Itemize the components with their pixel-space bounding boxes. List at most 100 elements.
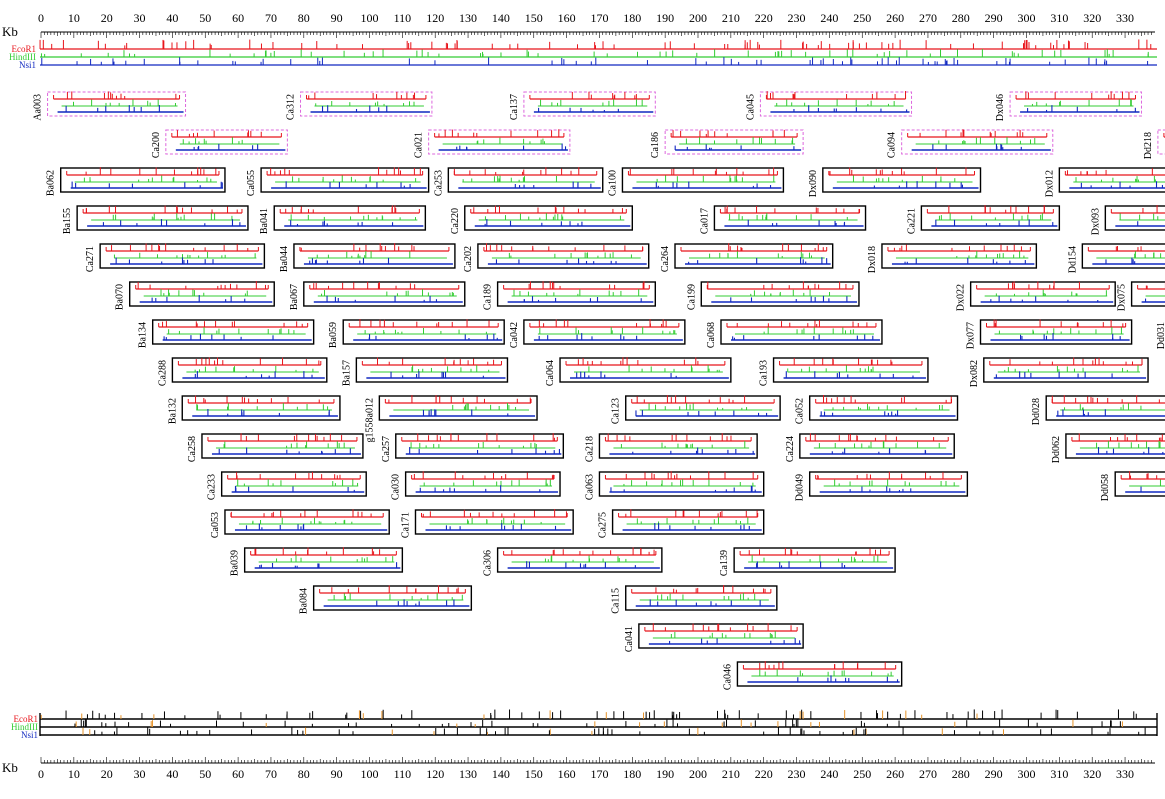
clone-dx012[interactable]: Dx012	[1044, 167, 1165, 197]
scale-tick-label: 330	[1116, 11, 1134, 25]
clone-ba134[interactable]: Ba134	[138, 319, 315, 348]
clone-label: Ca021	[414, 132, 425, 158]
dashed-clone-dd218[interactable]: Dd218	[1143, 129, 1165, 159]
dashed-clone-ca137[interactable]: Ca137	[509, 91, 656, 120]
clone-ca253[interactable]: Ca253	[433, 167, 604, 196]
clone-ca271[interactable]: Ca271	[85, 243, 266, 273]
clone-ca306[interactable]: Ca306	[483, 547, 663, 576]
clone-ca233[interactable]: Ca233	[207, 471, 367, 500]
clone-ca264[interactable]: Ca264	[660, 243, 834, 272]
clone-ca053[interactable]: Ca053	[210, 509, 390, 538]
clone-ba070[interactable]: Ba070	[115, 281, 275, 310]
clone-ca123[interactable]: Ca123	[611, 395, 781, 424]
clone-ca068[interactable]: Ca068	[706, 319, 883, 348]
clone-ba041[interactable]: Ba041	[259, 205, 427, 234]
clone-ca055[interactable]: Ca055	[246, 167, 430, 196]
clone-ca258[interactable]: Ca258	[187, 433, 364, 462]
clone-ca041[interactable]: Ca041	[624, 623, 804, 652]
clone-dd031[interactable]: Dd031	[1156, 319, 1165, 349]
clone-ca171[interactable]: Ca171	[400, 509, 574, 538]
clone-label: Dd028	[1031, 398, 1042, 425]
clone-label: Ca052	[795, 398, 806, 424]
bottom-enzyme-legend: EcoR1 HindIII Nsi1	[11, 714, 38, 740]
clone-dx022[interactable]: Dx022	[956, 281, 1116, 311]
clone-label: Dx022	[956, 284, 967, 311]
scale-tick-label: 200	[689, 767, 707, 781]
clone-ba059[interactable]: Ba059	[328, 319, 505, 348]
clone-ba155[interactable]: Ba155	[62, 205, 249, 234]
clone-ba132[interactable]: Ba132	[167, 395, 341, 424]
clone-ca139[interactable]: Ca139	[719, 547, 896, 576]
clone-ca063[interactable]: Ca063	[584, 471, 765, 500]
scale-tick-label: 280	[952, 11, 970, 25]
clone-ba084[interactable]: Ba084	[299, 585, 473, 614]
legend-ecor1-label: EcoR1	[12, 44, 37, 54]
clone-ba067[interactable]: Ba067	[289, 281, 466, 310]
clone-ca030[interactable]: Ca030	[391, 471, 561, 500]
scale-tick-label: 20	[101, 11, 113, 25]
clone-ca046[interactable]: Ca046	[722, 661, 903, 690]
clone-ba157[interactable]: Ba157	[341, 357, 509, 386]
clone-ca202[interactable]: Ca202	[463, 243, 650, 272]
clone-dd154[interactable]: Dd154	[1067, 243, 1165, 273]
dashed-clone-ca021[interactable]: Ca021	[414, 129, 571, 158]
scale-tick-label: 30	[134, 767, 146, 781]
scale-tick-label: 320	[1083, 11, 1101, 25]
clone-ca221[interactable]: Ca221	[906, 205, 1061, 234]
clone-ba039[interactable]: Ba039	[230, 547, 404, 576]
clone-dx075[interactable]: Dx075	[1117, 281, 1165, 311]
clone-ca052[interactable]: Ca052	[795, 395, 959, 424]
scale-tick-label: 310	[1050, 767, 1068, 781]
clone-ba062[interactable]: Ba062	[46, 167, 226, 196]
clone-ca193[interactable]: Ca193	[759, 357, 929, 386]
top-scale-unit-label: Kb	[2, 24, 18, 39]
clone-label: Ba062	[46, 170, 57, 196]
clone-label: Ca271	[85, 246, 96, 272]
clone-dx018[interactable]: Dx018	[867, 243, 1038, 273]
clone-dx093[interactable]: Dx093	[1090, 205, 1165, 235]
clone-ca064[interactable]: Ca064	[545, 357, 732, 386]
clone-dx082[interactable]: Dx082	[969, 357, 1149, 388]
clone-dd062[interactable]: Dd062	[1051, 433, 1165, 463]
dashed-clone-ca045[interactable]: Ca045	[745, 91, 913, 120]
dashed-clone-ca094[interactable]: Ca094	[887, 129, 1054, 158]
clone-ca042[interactable]: Ca042	[509, 319, 686, 348]
clone-ca220[interactable]: Ca220	[450, 205, 634, 234]
clone-ca100[interactable]: Ca100	[607, 167, 785, 197]
clone-dd028[interactable]: Dd028	[1031, 395, 1165, 425]
clone-ca189[interactable]: Ca189	[483, 281, 656, 310]
scale-tick-label: 100	[361, 767, 379, 781]
clone-g1558a012[interactable]: g1558a012	[364, 395, 538, 442]
clone-dx077[interactable]: Dx077	[966, 319, 1133, 350]
clone-dx090[interactable]: Dx090	[808, 167, 982, 198]
dashed-clone-dx046[interactable]: Dx046	[995, 91, 1142, 121]
clone-ca257[interactable]: Ca257	[381, 433, 565, 462]
clone-label: Dd058	[1100, 474, 1111, 501]
clone-ca017[interactable]: Ca017	[699, 205, 867, 234]
clone-ba044[interactable]: Ba044	[279, 243, 456, 272]
scale-tick-label: 130	[459, 767, 477, 781]
dashed-clone-ca200[interactable]: Ca200	[151, 129, 288, 158]
clone-ca288[interactable]: Ca288	[157, 357, 328, 386]
dashed-clone-ca186[interactable]: Ca186	[650, 129, 804, 158]
clone-label: Ca202	[463, 246, 474, 272]
clone-ca224[interactable]: Ca224	[785, 433, 955, 462]
clone-ca218[interactable]: Ca218	[584, 433, 758, 462]
clone-ca115[interactable]: Ca115	[611, 585, 778, 614]
scale-tick-label: 120	[426, 11, 444, 25]
clone-label: Ba039	[230, 550, 241, 576]
clone-ca275[interactable]: Ca275	[598, 509, 765, 538]
scale-tick-label: 0	[38, 11, 44, 25]
clone-label: Ca171	[400, 512, 411, 538]
clone-label: Ba084	[299, 588, 310, 614]
top-enzyme-legend: EcoR1 HindIII Nsi1	[9, 44, 36, 70]
clone-ca199[interactable]: Ca199	[686, 281, 860, 310]
dashed-clone-ca312[interactable]: Ca312	[286, 91, 433, 120]
dashed-clone-aa003[interactable]: Aa003	[33, 91, 187, 121]
clone-dd058[interactable]: Dd058	[1100, 471, 1165, 501]
clone-label: Ca055	[246, 170, 257, 196]
scale-tick-label: 170	[590, 767, 608, 781]
clone-dd049[interactable]: Dd049	[795, 471, 969, 501]
